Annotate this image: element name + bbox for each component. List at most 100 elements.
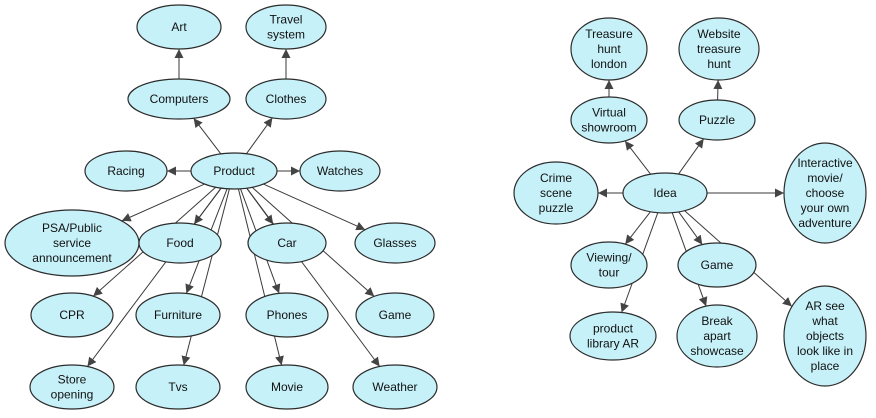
node-label-line: Store (58, 373, 87, 387)
node-art: Art (136, 4, 222, 50)
node-shape (84, 150, 168, 192)
node-shape (570, 241, 648, 289)
node-label-line: look like in (797, 344, 853, 358)
node-shape (247, 222, 327, 264)
node-label-line: Furniture (154, 308, 202, 322)
node-viewing: Viewing/tour (570, 241, 648, 289)
node-label-line: product (593, 322, 634, 336)
node-shape (245, 78, 327, 120)
node-label-line: Game (701, 258, 734, 272)
node-label-line: Treasure (585, 27, 633, 41)
node-label-line: Racing (107, 164, 144, 178)
node-label-line: Interactive (797, 156, 853, 170)
node-label-line: service (53, 236, 91, 250)
node-shape (190, 152, 278, 190)
node-label-line: Car (277, 236, 296, 250)
node-label-line: movie/ (807, 171, 843, 185)
node-shape (354, 222, 436, 264)
node-shape (135, 364, 221, 410)
node-clothes: Clothes (245, 78, 327, 120)
node-label-line: Computers (150, 92, 209, 106)
node-label-line: Watches (317, 164, 363, 178)
node-label-line: Viewing/ (586, 251, 632, 265)
node-computers: Computers (127, 78, 231, 120)
node-shape (245, 292, 329, 338)
edge-puzzle-to-website (713, 79, 723, 101)
node-shape (136, 4, 222, 50)
node-label-line: opening (51, 388, 94, 402)
node-label-line: Website (697, 27, 740, 41)
node-label-line: treasure (697, 42, 741, 56)
node-label-line: Glasses (373, 236, 416, 250)
node-puzzle: Puzzle (678, 99, 756, 141)
edge-product-to-tvs (181, 188, 230, 366)
node-label-line: Clothes (266, 92, 307, 106)
node-idea: Idea (622, 172, 708, 214)
node-label-line: Crime (540, 171, 572, 185)
edge-idea-to-puzzle (678, 138, 705, 175)
node-car: Car (247, 222, 327, 264)
node-label-line: Movie (271, 380, 303, 394)
node-label-line: showcase (690, 344, 744, 358)
node-label-line: Idea (653, 186, 677, 200)
edge-idea-to-virtual (624, 140, 651, 175)
edge-product-to-store (86, 187, 222, 367)
node-furniture: Furniture (135, 292, 221, 338)
node-shape (513, 161, 599, 225)
node-label-line: Virtual (592, 106, 626, 120)
node-label-line: showroom (581, 121, 636, 135)
node-shape (29, 364, 115, 410)
node-label-line: hunt (707, 57, 731, 71)
node-shape (783, 142, 867, 244)
node-label-line: tour (599, 266, 620, 280)
node-label-line: CPR (59, 308, 85, 322)
node-label-line: london (591, 57, 627, 71)
edge-product-to-clothes (245, 117, 273, 155)
node-label-line: Phones (267, 308, 308, 322)
edge-idea-to-viewing (624, 211, 651, 245)
node-shape (676, 304, 758, 368)
node-movie: Movie (245, 364, 329, 410)
node-game2: Game (677, 242, 757, 288)
node-label-line: Art (171, 20, 187, 34)
node-shape (245, 364, 329, 410)
node-label-line: Food (166, 236, 193, 250)
node-label-line: what (811, 314, 838, 328)
node-label-line: Game (379, 308, 412, 322)
node-shape (127, 78, 231, 120)
node-label-line: PSA/Public (42, 221, 102, 235)
node-shape (245, 4, 327, 50)
node-label-line: hunt (597, 42, 621, 56)
node-label-line: Puzzle (699, 113, 735, 127)
node-shape (570, 17, 648, 81)
node-shape (138, 222, 222, 264)
node-watches: Watches (299, 150, 381, 192)
node-shape (622, 172, 708, 214)
node-shape (569, 311, 657, 361)
node-cpr: CPR (30, 292, 114, 338)
node-shape (570, 96, 648, 144)
node-shape (355, 292, 435, 338)
node-food: Food (138, 222, 222, 264)
node-label-line: announcement (32, 251, 112, 265)
edge-idea-to-game2 (678, 211, 703, 245)
node-tvs: Tvs (135, 364, 221, 410)
edge-product-to-computers (193, 117, 222, 155)
node-label-line: choose (806, 186, 845, 200)
node-weather: Weather (352, 364, 438, 410)
node-shape (783, 285, 867, 387)
node-shape (30, 292, 114, 338)
node-label-line: adventure (798, 216, 852, 230)
node-label-line: your own (801, 201, 850, 215)
node-label-line: Break (701, 314, 733, 328)
